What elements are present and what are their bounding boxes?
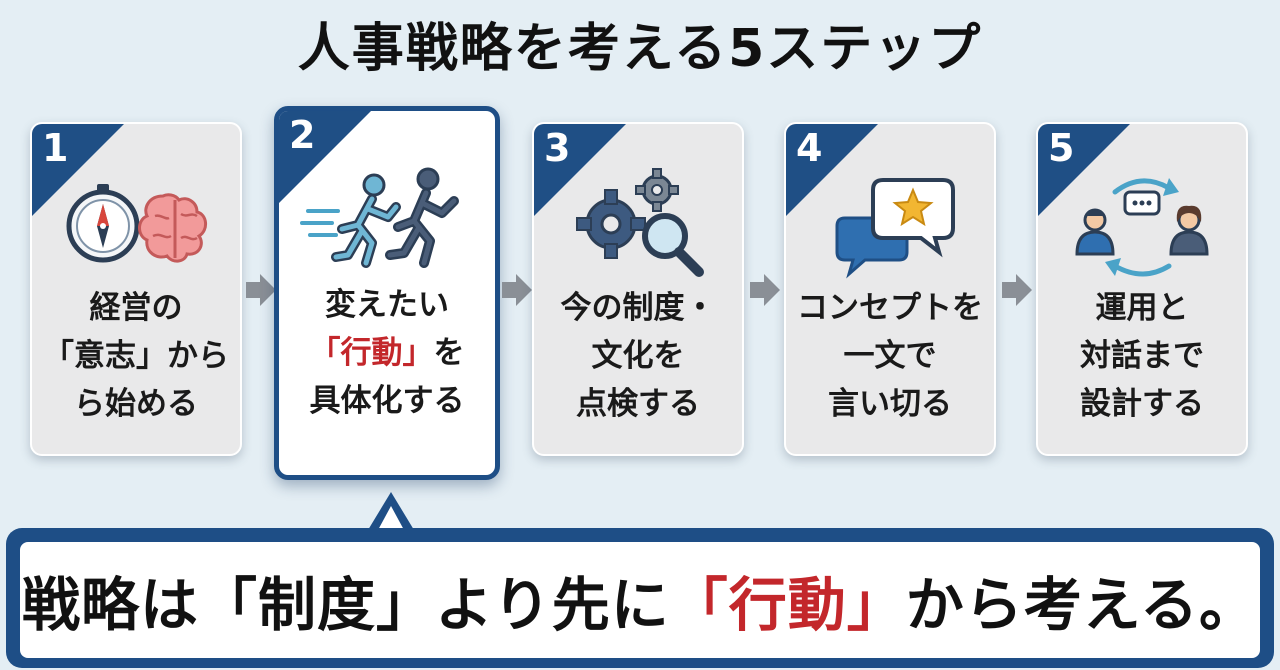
text-segment: 変えたい [325,287,449,323]
text-segment: 今の制度・ [560,290,716,326]
step-number: 4 [796,126,823,170]
step-text-line: 文化を [534,332,742,380]
text-segment: から考える。 [905,571,1259,639]
text-segment: を [433,335,465,371]
step-text-line: コンセプトを [786,284,994,332]
step-4-illustration [786,162,994,292]
arrow-right-icon [246,274,276,306]
step-text: 経営の「意志」からら始める [32,284,240,428]
text-segment: ら始める [74,386,198,422]
conclusion-text: 戦略は「制度」より先に「行動」から考える。 [22,558,1258,642]
arrow-right-icon [750,274,780,306]
person-left [1075,208,1115,256]
step-text-line: 経営の [32,284,240,332]
step-card-5: 5 [1036,122,1248,456]
step-text: 変えたい「行動」を具体化する [279,281,495,425]
text-segment: 文化を [591,338,685,374]
callout-pointer [368,492,414,530]
step-card-4: 4 コンセプトを一文で言い切る [784,122,996,456]
text-segment: 一文で [843,338,937,374]
step-5-illustration [1038,162,1246,292]
text-segment: 具体化する [309,383,465,419]
dialogue-cycle-icon [1075,178,1209,277]
step-text-line: 言い切る [786,380,994,428]
step-number: 1 [42,126,69,170]
step-text-line: 変えたい [279,281,495,329]
step-text: コンセプトを一文で言い切る [786,284,994,428]
step-card-3: 3 [532,122,744,456]
gears-icon [576,168,679,259]
person-right [1169,205,1209,256]
step-text-line: 点検する [534,380,742,428]
step-card-1: 1 経営の「意志」からら始める [30,122,242,456]
text-segment: コンセプトを [797,290,983,326]
text-segment: 経営の [89,290,183,326]
step-text-line: 「意志」から [32,332,240,380]
step-number: 3 [544,126,571,170]
page-title: 人事戦略を考える5ステップ [297,19,983,79]
text-segment: 言い切る [828,386,952,422]
conclusion-banner-inner: 戦略は「制度」より先に「行動」から考える。 [20,542,1260,658]
text-segment: 戦略は「制度」より先に [21,571,670,639]
step-number: 2 [289,113,316,157]
step-3-illustration [534,162,742,292]
step-number: 5 [1048,126,1075,170]
compass-icon [66,184,140,263]
running-people-icon [300,167,459,268]
step-text: 今の制度・文化を点検する [534,284,742,428]
text-segment: 設計する [1080,386,1204,422]
text-segment: 点検する [576,386,700,422]
highlight-text: 「行動」 [669,571,906,639]
step-text-line: ら始める [32,380,240,428]
step-text-line: 一文で [786,332,994,380]
step-card-2: 2 変えたい「行動」を具体化する [274,106,500,480]
text-segment: 運用と [1095,290,1189,326]
speech-bubbles-star-icon [835,178,955,279]
step-1-illustration [32,162,240,292]
highlight-text: 「行動」 [309,335,434,371]
step-text: 運用と対話まで設計する [1038,284,1246,428]
step-text-line: 今の制度・ [534,284,742,332]
step-text-line: 対話まで [1038,332,1246,380]
text-segment: 対話まで [1080,338,1204,374]
step-text-line: 「行動」を [279,329,495,377]
magnifier-icon [642,213,704,277]
conclusion-banner: 戦略は「制度」より先に「行動」から考える。 [6,528,1274,668]
arrow-right-icon [1002,274,1032,306]
brain-icon [138,193,207,263]
step-text-line: 運用と [1038,284,1246,332]
step-2-illustration [279,159,495,289]
arrow-right-icon [502,274,532,306]
text-segment: 「意志」から [43,338,229,374]
step-text-line: 具体化する [279,377,495,425]
step-text-line: 設計する [1038,380,1246,428]
